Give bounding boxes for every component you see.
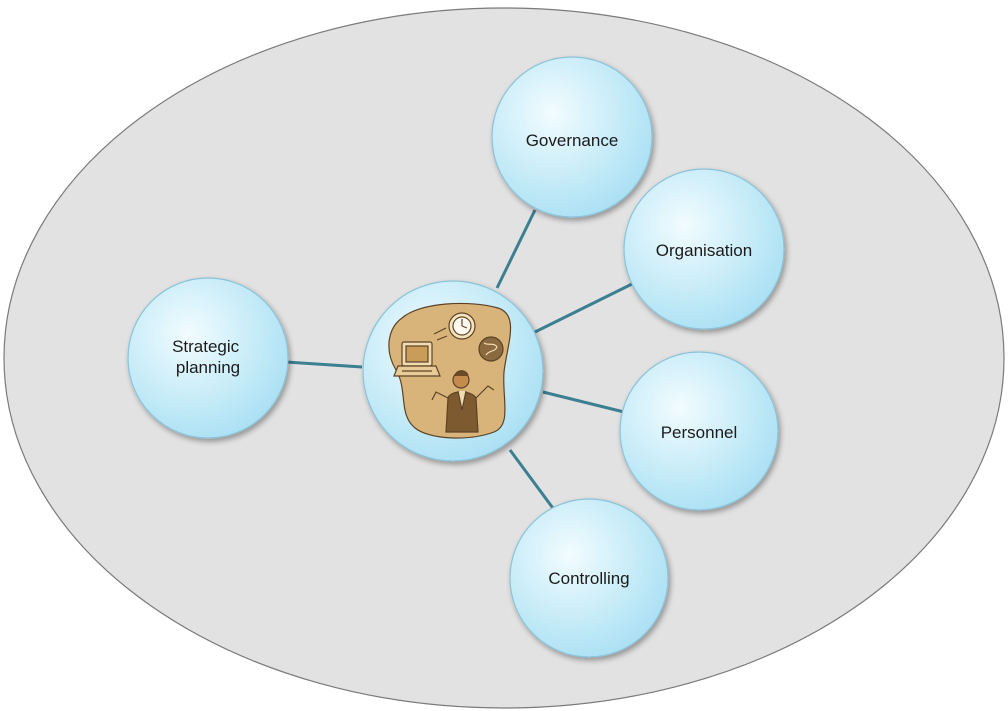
- node-governance: Governance: [491, 56, 653, 218]
- connector-strategic-planning: [285, 360, 363, 369]
- svg-text:Personnel: Personnel: [661, 423, 738, 442]
- motion-lines: [433, 327, 448, 341]
- connector-governance: [495, 209, 537, 289]
- node-controlling-circle: [509, 498, 669, 658]
- person-juggling-tasks-icon: [388, 302, 512, 439]
- computer-icon: [393, 341, 441, 377]
- connector-controlling: [508, 449, 560, 516]
- svg-text:Strategic planning: Strategic planning: [172, 337, 244, 377]
- connectors: [285, 209, 635, 516]
- svg-text:Governance: Governance: [526, 131, 619, 150]
- node-organisation-circle: [623, 168, 785, 330]
- node-governance-label: Governance: [526, 131, 619, 150]
- node-controlling: Controlling: [509, 498, 669, 658]
- node-strategic-planning: Strategic planning: [127, 277, 289, 439]
- globe-icon: [478, 336, 504, 362]
- connector-personnel: [542, 390, 625, 414]
- node-governance-circle: [491, 56, 653, 218]
- node-personnel-circle: [619, 351, 779, 511]
- svg-text:Controlling: Controlling: [548, 569, 629, 588]
- node-personnel: Personnel: [619, 351, 779, 511]
- node-strategic-planning-label-line2: planning: [176, 358, 240, 377]
- node-organisation: Organisation: [623, 168, 785, 330]
- node-strategic-planning-circle: [127, 277, 289, 439]
- connector-organisation: [534, 281, 635, 334]
- node-personnel-label: Personnel: [661, 423, 738, 442]
- person-icon: [431, 370, 495, 433]
- clock-icon: [448, 312, 476, 340]
- node-organisation-label: Organisation: [656, 241, 752, 260]
- svg-text:Organisation: Organisation: [656, 241, 752, 260]
- node-controlling-label: Controlling: [548, 569, 629, 588]
- node-strategic-planning-label-line1: Strategic: [172, 337, 240, 356]
